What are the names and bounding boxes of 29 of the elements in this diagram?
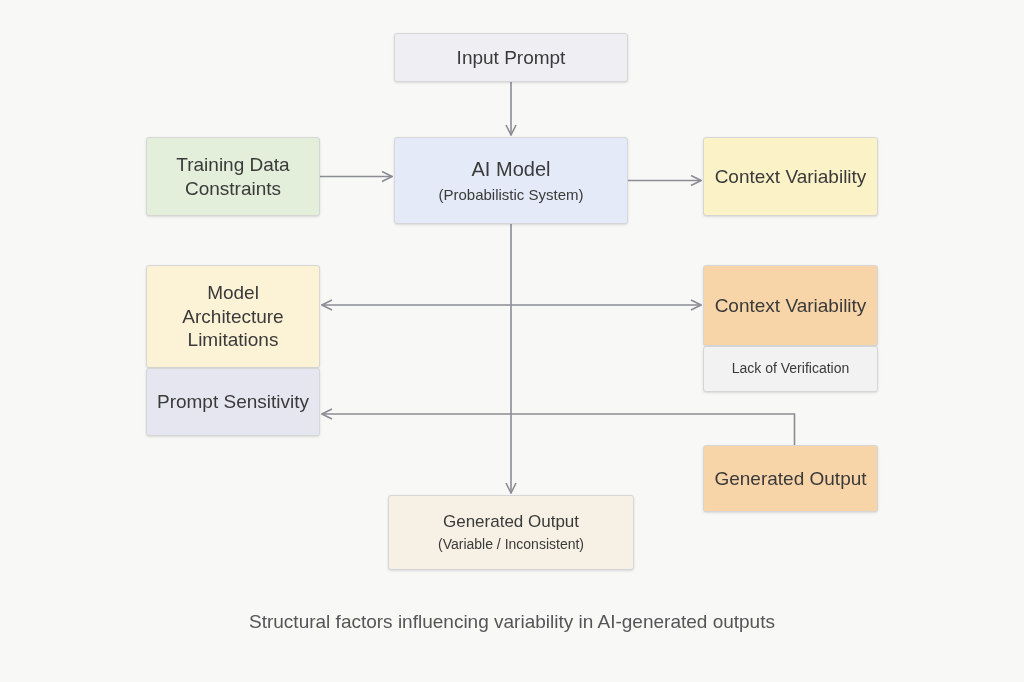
process-box	[388, 495, 634, 570]
process-box	[146, 368, 320, 436]
process-box	[703, 445, 878, 512]
box-subtitle: (Probabilistic System)	[438, 185, 584, 205]
arrow	[321, 299, 702, 311]
box-title: Input Prompt	[456, 45, 566, 70]
process-box	[703, 137, 878, 216]
box-title: Generated Output	[714, 466, 867, 491]
arrow	[319, 170, 393, 183]
process-box	[146, 265, 320, 368]
process-box	[146, 137, 320, 216]
process-box	[394, 33, 628, 82]
box-title: Generated Output	[442, 511, 580, 533]
box-title: Prompt Sensitivity	[156, 390, 309, 414]
arrow	[627, 174, 702, 187]
box-title: AI Model	[471, 156, 551, 182]
process-box	[703, 265, 878, 346]
process-box	[394, 137, 628, 224]
box-title: Context Variability	[714, 293, 867, 318]
box-title: Training Data Constraints	[175, 152, 291, 201]
process-box	[703, 346, 878, 392]
arrow	[505, 81, 517, 136]
box-title: Model Architecture Limitations	[181, 280, 285, 353]
box-title: Lack of Verification	[731, 360, 850, 378]
arrow	[321, 408, 796, 446]
box-title: Context Variability	[714, 164, 867, 189]
arrow	[505, 223, 517, 494]
box-subtitle: (Variable / Inconsistent)	[438, 536, 584, 554]
caption: Structural factors influencing variability in AI-generated outputs	[248, 610, 776, 634]
